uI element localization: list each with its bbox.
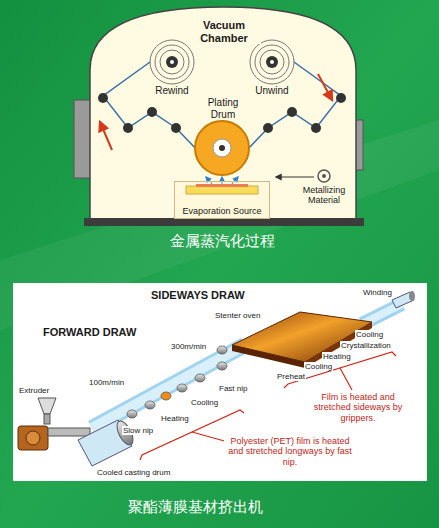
part-label: Cooled casting drum [96,468,171,477]
plating-drum: Plating Drum [188,97,258,127]
roll-label: Rewind [154,85,189,97]
node-label: Vacuum Chamber [187,19,261,44]
zone-label: Cooling [304,362,333,371]
section-heading: SIDEWAYS DRAW [150,289,246,302]
evaporation-source: Evaporation Source [174,181,270,219]
zone-label: Crystallization [340,341,392,350]
part-label: Slow nip [122,426,154,435]
node-label: Plating Drum [196,97,250,120]
zone-label: Preheat [276,372,306,381]
caption: 聚酯薄膜基材挤出机 [127,498,264,515]
part-label: Winding [362,288,393,297]
part-label: Fast nip [218,384,248,393]
section-heading: FORWARD DRAW [42,326,137,339]
zone-label: Cooling [190,398,219,407]
material-label: Metallizing Material [293,185,355,206]
speed-label: 300m/min [170,342,207,351]
note: Polyester (PET) film is heated and stret… [224,436,356,467]
note: Film is heated and stretched sideways by… [309,392,407,423]
part-label: Extruder [18,386,50,395]
roll-label: Unwind [254,85,289,97]
zone-label: Heating [160,414,190,423]
speed-label: 100m/min [88,378,125,387]
part-label: Stenter oven [214,311,261,320]
node-label: Evaporation Source [180,206,263,216]
caption: 金属蒸汽化过程 [169,232,276,249]
zone-label: Heating [322,352,352,361]
zone-label: Cooling [355,330,384,339]
